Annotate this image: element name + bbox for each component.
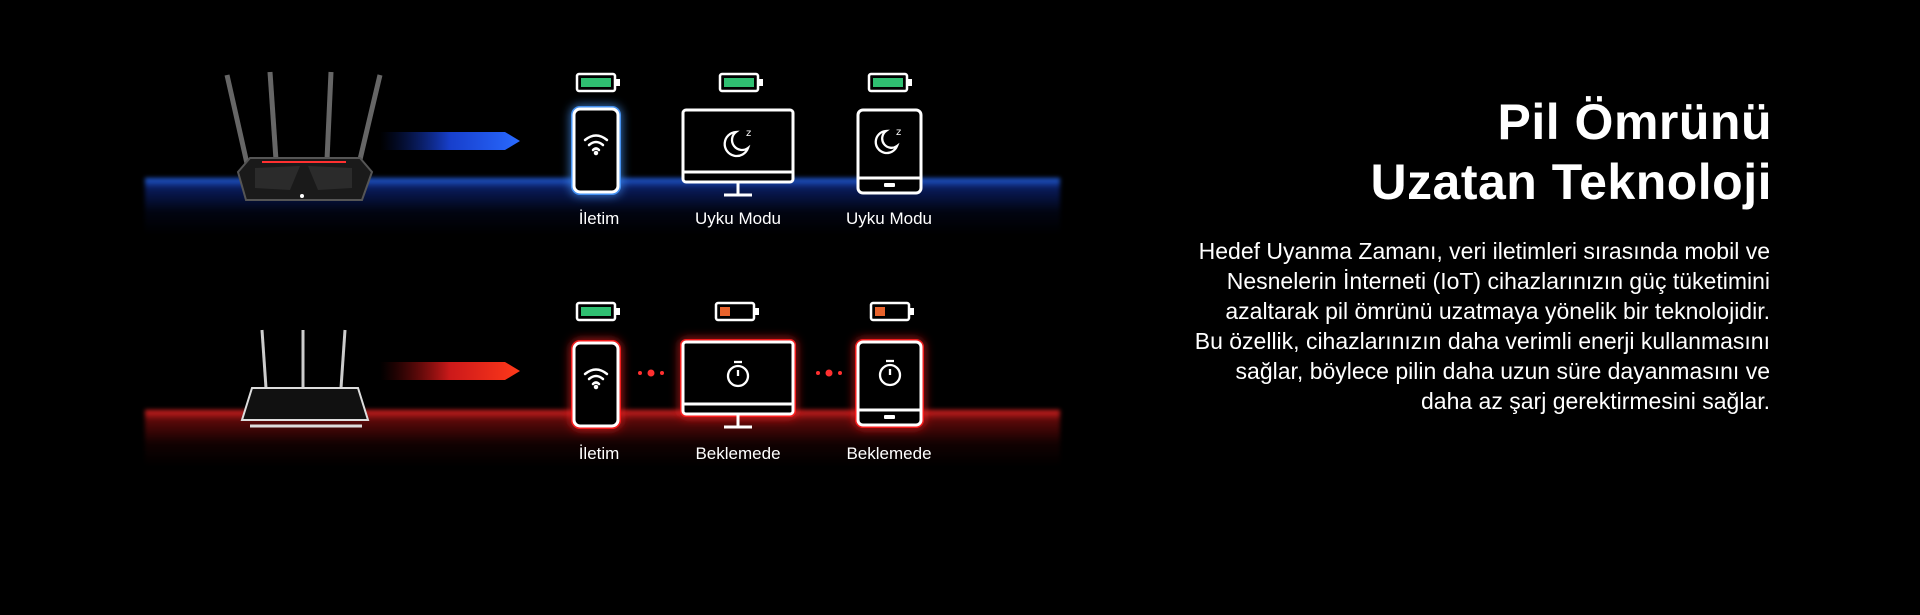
description-line-6: daha az şarj gerektirmesini sağlar. bbox=[1421, 388, 1770, 414]
battery-icon bbox=[575, 72, 620, 93]
stopwatch-icon bbox=[878, 359, 902, 387]
wifi-icon bbox=[583, 368, 609, 390]
label-sleep-mode-1: Uyku Modu bbox=[695, 209, 781, 228]
label-transmission-bottom: İletim bbox=[578, 444, 620, 463]
moon-sleep-icon: z bbox=[874, 127, 901, 155]
battery-icon bbox=[714, 301, 759, 322]
label-transmission-top: İletim bbox=[578, 209, 620, 228]
battery-icon bbox=[869, 301, 914, 322]
router-icon bbox=[240, 329, 370, 428]
monitor-icon bbox=[681, 108, 795, 197]
title-line-1: Pil Ömrünü bbox=[1497, 94, 1772, 150]
signal-dots bbox=[816, 369, 842, 377]
description-line-3: azaltarak pil ömrünü uzatmaya yönelik bi… bbox=[1225, 298, 1770, 324]
label-standby-2: Beklemede bbox=[846, 444, 932, 463]
tablet-icon bbox=[856, 340, 923, 427]
moon-sleep-icon: z bbox=[723, 128, 751, 158]
description-line-4: Bu özellik, cihazlarınızın daha verimli … bbox=[1194, 328, 1770, 354]
label-standby-1: Beklemede bbox=[695, 444, 781, 463]
blue-arrow bbox=[380, 132, 520, 150]
signal-dots bbox=[638, 369, 664, 377]
description-line-1: Hedef Uyanma Zamanı, veri iletimleri sır… bbox=[1198, 238, 1770, 264]
battery-icon bbox=[575, 301, 620, 322]
red-arrow bbox=[380, 362, 520, 380]
stopwatch-icon bbox=[726, 360, 750, 388]
wifi-icon bbox=[583, 134, 609, 156]
description-line-5: sağlar, böylece pilin daha uzun süre day… bbox=[1235, 358, 1770, 384]
battery-icon bbox=[718, 72, 763, 93]
monitor-icon bbox=[681, 340, 795, 429]
battery-icon bbox=[867, 72, 912, 93]
title-line-2: Uzatan Teknoloji bbox=[1370, 154, 1772, 210]
description-line-2: Nesnelerin İnterneti (IoT) cihazlarınızı… bbox=[1226, 268, 1770, 294]
svg-text:z: z bbox=[746, 128, 751, 139]
gaming-router-icon bbox=[224, 71, 383, 201]
description: Hedef Uyanma Zamanı, veri iletimleri sır… bbox=[1120, 236, 1770, 416]
page-title: Pil Ömrünü Uzatan Teknoloji bbox=[1370, 92, 1772, 212]
label-sleep-mode-2: Uyku Modu bbox=[846, 209, 932, 228]
svg-text:z: z bbox=[896, 127, 901, 138]
